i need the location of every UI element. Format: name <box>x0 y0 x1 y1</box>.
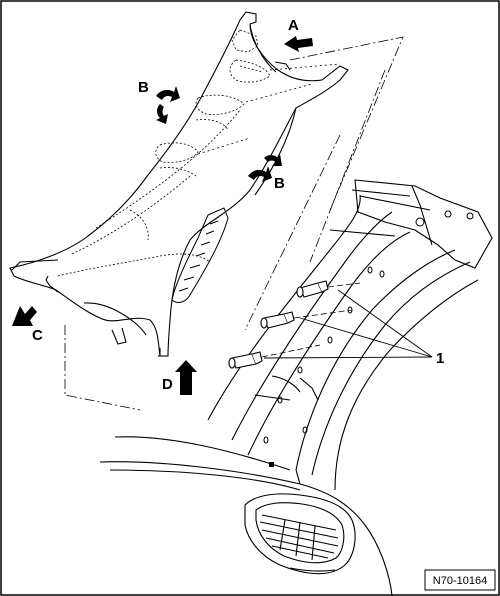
label-c: C <box>32 327 43 344</box>
label-part-1: 1 <box>436 350 444 367</box>
arrow-a-icon <box>284 36 313 52</box>
screws <box>228 280 329 369</box>
figure-code-box <box>424 569 496 591</box>
label-d: D <box>162 376 173 393</box>
arrow-d-icon <box>175 360 197 395</box>
alignment-lines <box>197 63 341 155</box>
leader-lines-1 <box>263 289 433 359</box>
label-b-lower: B <box>274 175 285 192</box>
arrow-c-icon <box>12 306 37 326</box>
body-pillar <box>207 179 493 491</box>
label-b-upper: B <box>138 79 149 96</box>
air-vent <box>244 493 356 575</box>
projection-planes <box>64 36 404 411</box>
pillar-holes <box>263 210 474 444</box>
dashboard-panel <box>99 436 393 596</box>
hidden-clips <box>57 29 271 277</box>
rotate-arrow-b-lower-icon <box>248 154 282 182</box>
label-a: A <box>288 17 299 34</box>
trim-grille <box>171 207 229 303</box>
trim-panel <box>9 11 349 357</box>
rotate-arrow-b-upper-icon <box>156 86 180 124</box>
screw-axes <box>261 282 361 358</box>
figure-code: N70-10164 <box>433 575 487 587</box>
